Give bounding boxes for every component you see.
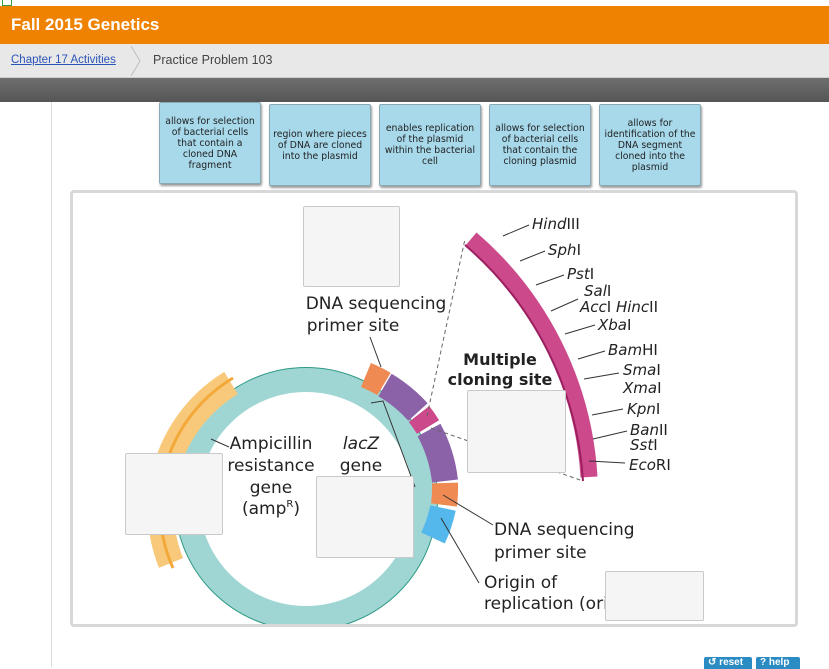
restriction-sites: HindIII SphI PstI SalI AccI HincII XbaI … — [532, 215, 671, 474]
ori-segment — [421, 504, 456, 544]
drop-target-primer-top[interactable] — [303, 206, 400, 287]
app-title: Fall 2015 Genetics — [11, 15, 160, 34]
primer-bottom-label-line2: primer site — [494, 543, 587, 563]
plasmid-diagram: DNA sequencing primer site Multiple clon… — [147, 215, 671, 624]
mcs-expanded-arc-edge — [464, 244, 584, 482]
toolbar-strip — [0, 78, 829, 102]
reset-icon: ↺ — [708, 657, 717, 668]
mcs-label-line1: Multiple — [463, 350, 537, 369]
primer-segment-top — [360, 362, 391, 396]
label-tile[interactable]: allows for identification of the DNA seg… — [599, 104, 701, 186]
primer-top-label-line2: primer site — [307, 316, 400, 336]
primer-bottom-label-line1: DNA sequencing — [494, 520, 635, 540]
breadcrumb: Chapter 17 Activities Practice Problem 1… — [0, 44, 829, 78]
lock-icon — [2, 0, 12, 6]
zoom-line-top — [426, 238, 466, 417]
ori-label-line1: Origin of — [484, 573, 558, 593]
site-psti: PstI — [567, 265, 594, 283]
primer-top-label-line1: DNA sequencing — [306, 294, 447, 314]
reset-button[interactable]: ↺ reset — [704, 657, 752, 669]
amp-label-line2: resistance — [227, 456, 314, 476]
site-sphi: SphI — [548, 241, 581, 259]
site-acci-hincii: AccI HincII — [579, 298, 658, 316]
site-kpni: KpnI — [627, 400, 660, 418]
amp-label-line1: Ampicillin — [230, 434, 313, 454]
mcs-label-line2: cloning site — [448, 370, 553, 389]
leader-lines — [210, 224, 628, 584]
site-smai: SmaI — [623, 361, 661, 379]
site-bamhi: BamHI — [608, 341, 658, 359]
site-hindiii: HindIII — [532, 215, 580, 233]
lacz-label-line1: lacZ — [343, 434, 379, 454]
drop-target-amp[interactable] — [125, 453, 223, 535]
label-tile[interactable]: enables replication of the plasmid withi… — [379, 104, 481, 186]
lacz-segment-lower — [417, 423, 458, 483]
breadcrumb-separator-icon — [130, 46, 141, 76]
help-button[interactable]: ? help — [756, 657, 800, 669]
site-banii: BanII — [630, 421, 668, 439]
site-ecori: EcoRI — [629, 456, 671, 474]
lacz-segment-upper — [378, 373, 428, 421]
amp-label-line3: gene — [250, 478, 292, 498]
url-strip — [0, 0, 829, 6]
site-xmai: XmaI — [622, 379, 662, 397]
site-sali: SalI — [584, 282, 611, 300]
drop-target-lacz[interactable] — [316, 476, 414, 558]
plasmid-ring — [147, 362, 459, 624]
amp-label-line4: (ampR) — [242, 499, 300, 519]
lacz-label-line2: gene — [340, 456, 382, 476]
mcs-expanded-arc — [465, 232, 598, 478]
diagram-labels: DNA sequencing primer site Multiple clon… — [227, 294, 634, 614]
site-ssti: SstI — [630, 436, 658, 454]
breadcrumb-parent-link[interactable]: Chapter 17 Activities — [11, 54, 116, 66]
label-tile[interactable]: allows for selection of bacterial cells … — [159, 102, 261, 184]
label-tile[interactable]: region where pieces of DNA are cloned in… — [269, 104, 371, 186]
mcs-segment — [408, 406, 440, 434]
ori-label-line2: replication (ori) — [484, 594, 614, 614]
drop-target-mcs[interactable] — [467, 390, 566, 473]
breadcrumb-current: Practice Problem 103 — [153, 53, 273, 67]
primer-segment-bottom — [431, 482, 459, 507]
drop-target-ori[interactable] — [605, 571, 704, 621]
labels-tray: allows for selection of bacterial cells … — [150, 102, 710, 188]
site-xbai: XbaI — [597, 316, 631, 334]
diagram-panel: DNA sequencing primer site Multiple clon… — [70, 190, 798, 627]
label-tile[interactable]: allows for selection of bacterial cells … — [489, 104, 591, 186]
app-title-bar: Fall 2015 Genetics — [0, 6, 829, 44]
